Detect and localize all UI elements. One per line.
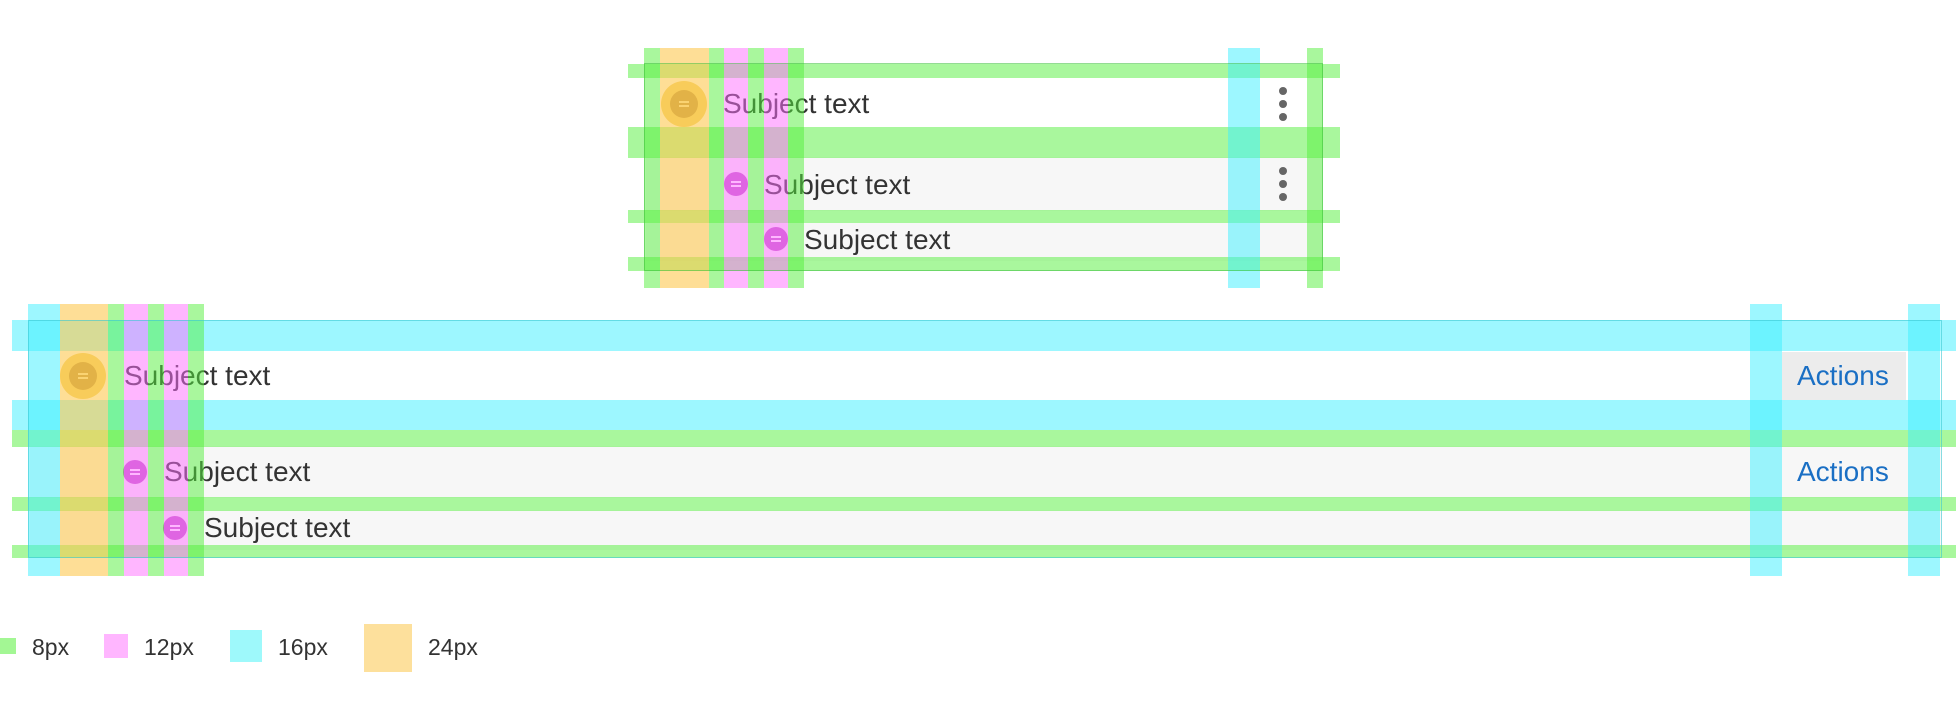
spacing-16px-column (1228, 48, 1260, 288)
spacing-8px-band (628, 127, 1340, 141)
spacing-8px-column (148, 304, 164, 576)
spacing-8px-column (188, 304, 204, 576)
spacing-16px-band (12, 400, 1956, 430)
legend-label-8px: 8px (32, 634, 70, 660)
spacing-8px-band (628, 141, 1340, 158)
legend-swatch-16px (230, 630, 262, 662)
legend-label-12px: 12px (144, 634, 194, 660)
compact-row-3-subject: Subject text (804, 224, 951, 255)
compact-list-frame (644, 63, 1323, 271)
spacing-16px-column (1750, 304, 1782, 576)
kebab-vertical-icon[interactable] (1279, 167, 1287, 206)
spacing-8px-column (748, 48, 764, 288)
spacing-8px-band (628, 64, 1340, 78)
spacing-8px-column (709, 48, 724, 288)
spacing-24px-column (60, 304, 108, 576)
wide-list-frame (28, 320, 1942, 558)
spacing-8px-band (12, 430, 1956, 447)
spacing-8px-band (12, 545, 1956, 558)
spacing-8px-column (108, 304, 124, 576)
spacing-24px-column (660, 48, 709, 288)
spacing-12px-column (724, 48, 748, 288)
wide-row-2[interactable] (30, 446, 1942, 498)
spacing-8px-column (788, 48, 804, 288)
spacing-8px-band (12, 497, 1956, 511)
actions-button[interactable]: Actions (1797, 456, 1889, 487)
spacing-16px-column (28, 304, 60, 576)
spacing-8px-column (644, 48, 660, 288)
spacing-8px-column (1307, 48, 1323, 288)
spacing-12px-column (164, 304, 188, 576)
legend-label-24px: 24px (428, 634, 478, 660)
spacing-16px-band (12, 320, 1956, 351)
actions-button-bg (1782, 352, 1906, 400)
spacing-12px-column (124, 304, 148, 576)
wide-row-3[interactable] (30, 510, 1942, 550)
spacing-12px-column (764, 48, 788, 288)
spacing-16px-column (1908, 304, 1940, 576)
legend-swatch-12px (104, 634, 128, 658)
spacing-8px-band (628, 210, 1340, 223)
wide-row-3-subject: Subject text (204, 512, 351, 543)
spacing-8px-band (628, 257, 1340, 271)
legend-swatch-8px (0, 638, 16, 654)
actions-button[interactable]: Actions (1797, 360, 1889, 391)
kebab-vertical-icon[interactable] (1279, 87, 1287, 126)
legend-label-16px: 16px (278, 634, 328, 660)
legend-swatch-24px (364, 624, 412, 672)
